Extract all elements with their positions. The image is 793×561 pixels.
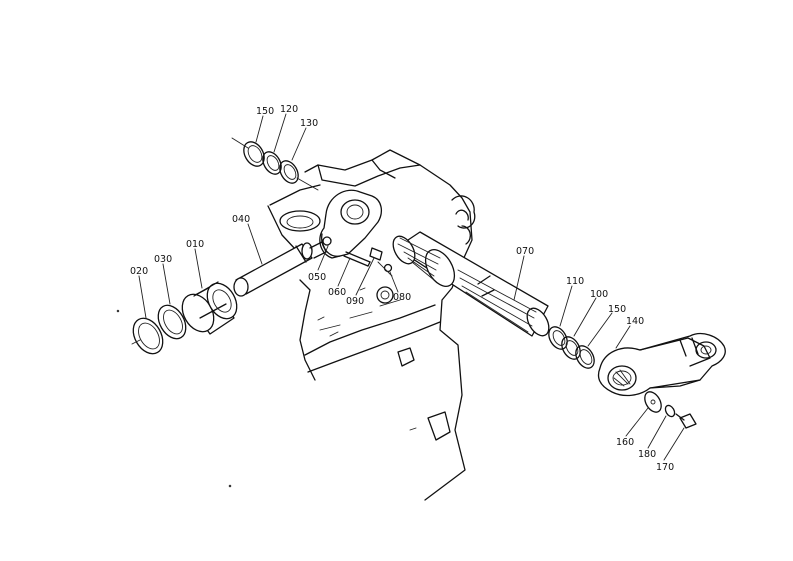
piston-010 xyxy=(181,281,238,335)
internal-lift-arm xyxy=(319,189,383,259)
callout-050: 050 xyxy=(308,272,326,283)
callout-020: 020 xyxy=(130,266,148,277)
cylinder-rod-040 xyxy=(233,241,327,297)
callout-030: 030 xyxy=(154,254,172,265)
washer-160 xyxy=(644,391,662,413)
pin-060 xyxy=(343,251,371,267)
callout-010: 010 xyxy=(186,239,204,250)
splined-shaft-070 xyxy=(392,231,550,337)
lock-washer-180 xyxy=(664,404,676,418)
callout-110: 110 xyxy=(566,276,584,287)
callout-170: 170 xyxy=(656,462,674,473)
callout-160: 160 xyxy=(616,437,634,448)
callout-060: 060 xyxy=(328,287,346,298)
speck xyxy=(116,309,120,313)
callout-040: 040 xyxy=(232,214,250,225)
ring-120 xyxy=(262,151,282,175)
small-parts-080-090 xyxy=(369,247,393,277)
callout-100: 100 xyxy=(590,289,608,300)
ring-110 xyxy=(548,326,568,350)
callout-150-upper: 150 xyxy=(256,106,274,117)
callout-080: 080 xyxy=(393,292,411,303)
callout-150-lower: 150 xyxy=(608,304,626,315)
ring-100 xyxy=(561,336,581,360)
transmission-housing xyxy=(267,149,476,501)
ring-130 xyxy=(279,160,319,191)
o-ring-030 xyxy=(157,304,187,340)
callout-140: 140 xyxy=(626,316,644,327)
callout-180: 180 xyxy=(638,449,656,460)
ring-150-lower xyxy=(575,345,595,369)
callout-130: 130 xyxy=(300,118,318,129)
leader-lines xyxy=(138,113,685,461)
ring-150-upper xyxy=(231,137,265,167)
speck xyxy=(228,484,232,488)
o-ring-020 xyxy=(131,317,164,355)
callout-120: 120 xyxy=(280,104,298,115)
callout-070: 070 xyxy=(516,246,534,257)
external-lift-arm-140 xyxy=(597,332,726,397)
callout-090: 090 xyxy=(346,296,364,307)
callout-labels: 150 120 130 040 010 030 020 050 060 090 … xyxy=(130,104,674,473)
bolt-170 xyxy=(675,413,697,429)
